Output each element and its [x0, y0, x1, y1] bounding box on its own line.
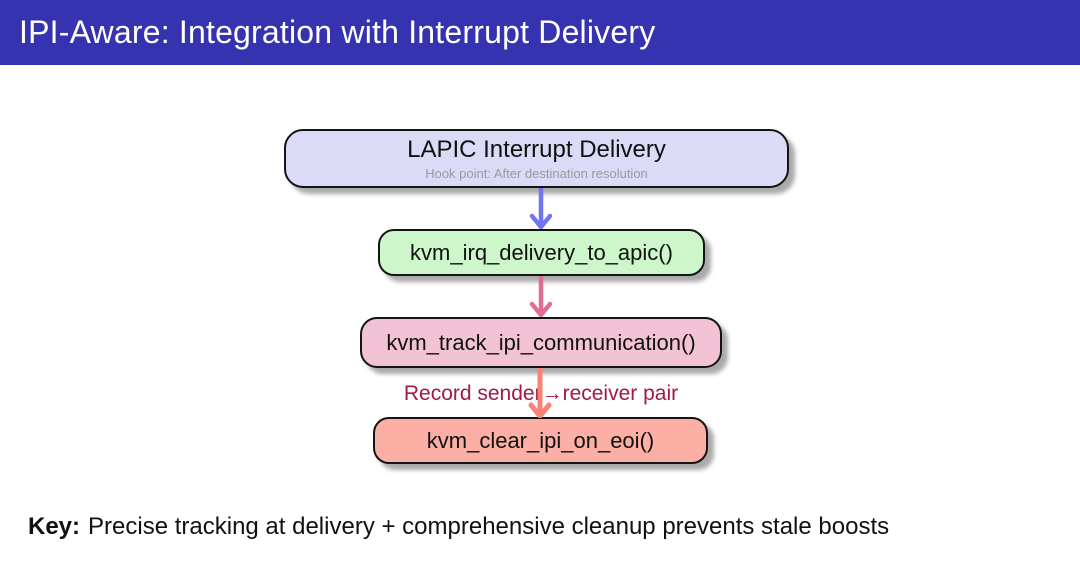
- title-bar: IPI-Aware: Integration with Interrupt De…: [0, 0, 1080, 65]
- node-sublabel: Hook point: After destination resolution: [425, 166, 648, 181]
- flow-diagram: LAPIC Interrupt Delivery Hook point: Aft…: [0, 65, 1080, 495]
- key-label: Key:: [28, 513, 81, 540]
- arrow-lapic-to-irq-delivery: [529, 188, 553, 229]
- arrow-irq-delivery-to-track-ipi: [529, 276, 553, 317]
- node-label: LAPIC Interrupt Delivery: [407, 136, 666, 163]
- key-text: Precise tracking at delivery + comprehen…: [88, 513, 890, 540]
- node-kvm-irq-delivery-to-apic: kvm_irq_delivery_to_apic(): [378, 229, 705, 276]
- node-kvm-clear-ipi-on-eoi: kvm_clear_ipi_on_eoi(): [373, 417, 708, 464]
- node-label: kvm_clear_ipi_on_eoi(): [426, 427, 655, 453]
- node-lapic-interrupt-delivery: LAPIC Interrupt Delivery Hook point: Aft…: [284, 129, 789, 188]
- arrow-track-ipi-to-clear-ipi: [528, 368, 552, 418]
- key-takeaway: Key: Precise tracking at delivery + compr…: [28, 513, 889, 541]
- slide-title: IPI-Aware: Integration with Interrupt De…: [19, 14, 656, 50]
- node-label: kvm_irq_delivery_to_apic(): [410, 239, 673, 265]
- node-kvm-track-ipi-communication: kvm_track_ipi_communication(): [360, 317, 722, 368]
- node-label: kvm_track_ipi_communication(): [386, 329, 696, 355]
